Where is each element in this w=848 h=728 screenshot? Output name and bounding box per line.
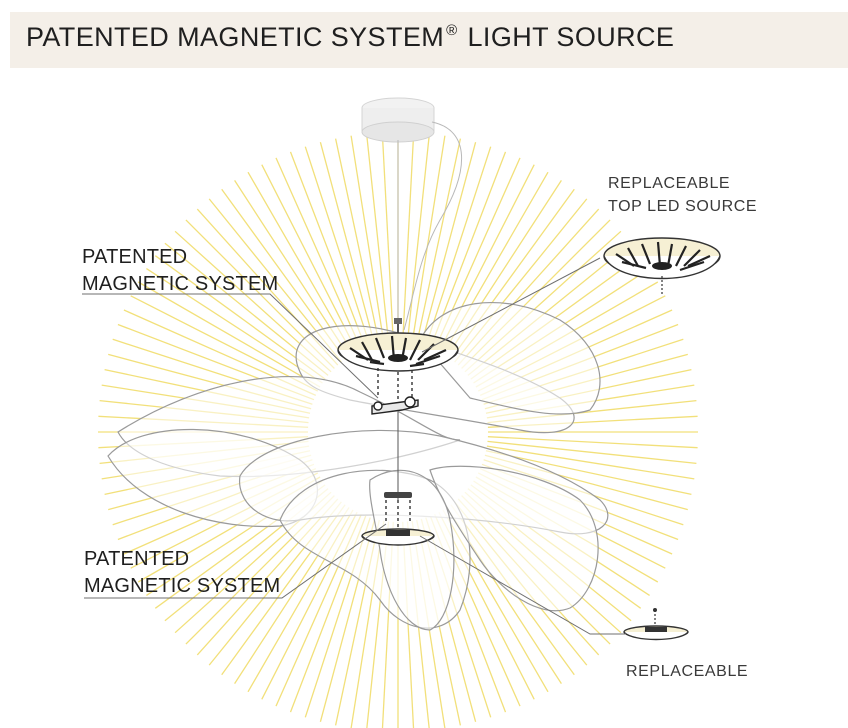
- light-ray: [425, 146, 492, 347]
- label-magnetic-top: PATENTED MAGNETIC SYSTEM: [82, 246, 279, 295]
- label-replaceable-bottom: REPLACEABLE: [626, 663, 749, 680]
- light-ray: [130, 295, 319, 392]
- replaceable-top-led-detail: [603, 237, 721, 294]
- light-ray: [334, 138, 380, 345]
- light-ray: [486, 445, 695, 480]
- bottom-led-source: [361, 492, 435, 546]
- leader-lines: [82, 257, 626, 635]
- header-band: [10, 12, 848, 68]
- label-replaceable-top: REPLACEABLE TOP LED SOURCE: [608, 175, 758, 215]
- light-ray: [319, 142, 376, 346]
- page-title: PATENTED MAGNETIC SYSTEM® LIGHT SOURCE: [26, 22, 675, 52]
- light-ray: [487, 436, 698, 449]
- label-magnetic-bottom: PATENTED MAGNETIC SYSTEM: [84, 548, 281, 597]
- ceiling-canopy: [361, 97, 435, 143]
- light-ray: [146, 268, 323, 384]
- top-magnetic-connector: [371, 368, 419, 500]
- light-ray: [350, 135, 385, 344]
- registered-mark: ®: [446, 22, 458, 39]
- light-ray: [365, 133, 390, 343]
- light-ray: [487, 440, 697, 465]
- light-ray: [289, 151, 367, 349]
- light-ray: [275, 157, 362, 351]
- light-ray: [406, 133, 431, 343]
- top-led-disc: [337, 318, 459, 372]
- light-ray: [247, 171, 354, 355]
- light-ray: [485, 450, 692, 496]
- light-ray: [261, 164, 358, 353]
- light-ray: [304, 146, 371, 347]
- light-ray: [137, 281, 321, 388]
- light-ray: [411, 135, 446, 344]
- light-ray: [402, 132, 415, 343]
- light-ray: [381, 132, 394, 343]
- suspension-cables: [397, 121, 462, 331]
- light-ray: [420, 142, 477, 346]
- lamp-petals: [107, 302, 609, 631]
- replaceable-bottom-led-detail: [623, 608, 689, 641]
- light-ray: [416, 138, 462, 345]
